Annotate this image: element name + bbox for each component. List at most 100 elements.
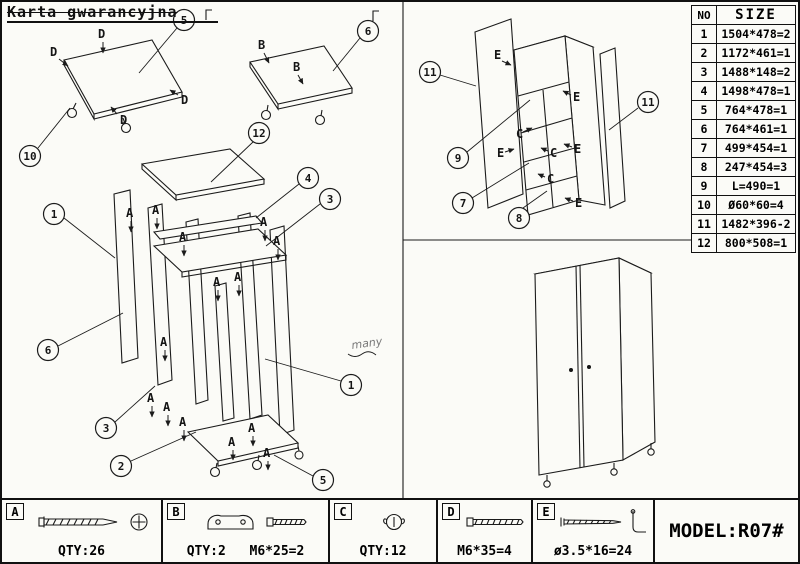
hardware-letter-c: C <box>334 503 352 520</box>
section-dividers <box>402 2 698 502</box>
callout-2: 2 <box>109 431 197 478</box>
caster-wheel <box>251 459 263 471</box>
svg-text:1: 1 <box>348 379 355 392</box>
part-no: 3 <box>691 62 717 82</box>
label-a: A <box>152 203 160 217</box>
hardware-spec-b: M6*25=2 <box>249 544 305 559</box>
label-b: B <box>293 60 300 74</box>
hardware-qty-b: QTY:2 <box>186 544 226 559</box>
label-a: A <box>163 400 171 414</box>
part-no: 2 <box>691 43 717 63</box>
hardware-legend: A QTY:26 B <box>2 498 798 562</box>
svg-text:8: 8 <box>516 212 523 225</box>
bolt-icon <box>465 517 524 527</box>
label-a: A <box>179 230 187 244</box>
svg-text:5: 5 <box>320 474 327 487</box>
bolt-icon <box>265 517 307 527</box>
rail-strip <box>214 282 235 422</box>
svg-text:10: 10 <box>23 150 36 163</box>
part-size: 1172*461=1 <box>716 43 796 63</box>
hardware-item-b: B QTY:2 M6*25=2 <box>163 500 330 562</box>
label-c: C <box>516 127 523 141</box>
part-size: 764*461=1 <box>716 119 796 139</box>
label-a: A <box>248 421 256 435</box>
part-no: 12 <box>691 233 717 253</box>
callout-12: 12 <box>210 121 271 183</box>
wardrobe-side <box>618 257 656 461</box>
assembly-diagrams: D D D D 5 10 B B <box>18 2 698 502</box>
bracket-icon <box>206 514 254 530</box>
callout-1-right: 1 <box>264 358 363 397</box>
hardware-item-a: A QTY:26 <box>2 500 163 562</box>
callout-10: 10 <box>18 107 71 168</box>
confirmat-screw-icon <box>37 516 117 528</box>
foot <box>647 448 655 456</box>
col-header-size: SIZE <box>716 5 796 25</box>
caster-wheel <box>209 466 221 478</box>
svg-text:6: 6 <box>365 25 372 38</box>
rail-strip <box>152 215 264 240</box>
hardware-spec-e: ø3.5*16=24 <box>553 544 633 559</box>
label-d: D <box>181 93 188 107</box>
hardware-item-e: E ø3.5*16=24 <box>533 500 655 562</box>
label-a: A <box>213 275 221 289</box>
callout-6-top: 6 <box>332 19 380 72</box>
label-e: E <box>574 142 581 156</box>
svg-text:9: 9 <box>455 152 462 165</box>
part-no: 8 <box>691 157 717 177</box>
back-panel <box>474 18 524 209</box>
caster-wheel <box>294 450 304 460</box>
hardware-qty-a: QTY:26 <box>58 544 105 559</box>
assembled-wardrobe-diagram <box>533 257 656 488</box>
part-no: 4 <box>691 81 717 101</box>
label-d: D <box>98 27 105 41</box>
panel-outline <box>63 39 183 115</box>
hardware-letter-d: D <box>442 503 460 520</box>
callout-5-top: 5 <box>138 8 196 74</box>
front-panel <box>599 47 626 209</box>
svg-text:11: 11 <box>641 96 655 109</box>
callout-5-bottom: 5 <box>273 454 335 492</box>
svg-text:2: 2 <box>118 460 125 473</box>
hardware-letter-e: E <box>537 503 555 520</box>
part-no: 11 <box>691 214 717 234</box>
label-a: A <box>234 270 242 284</box>
door-handle <box>587 365 591 369</box>
label-e: E <box>494 48 501 62</box>
part-size: 800*508=1 <box>716 233 796 253</box>
label-a: A <box>260 215 268 229</box>
callout-9: 9 <box>446 99 531 170</box>
callout-8: 8 <box>507 190 548 230</box>
svg-text:3: 3 <box>103 422 110 435</box>
part-size: L=490=1 <box>716 176 796 196</box>
svg-text:4: 4 <box>305 172 312 185</box>
hardware-item-c: C QTY:12 <box>330 500 438 562</box>
callout-11-right: 11 <box>608 90 660 131</box>
part-size: 764*478=1 <box>716 100 796 120</box>
small-shelf-panel-diagram: B B <box>249 38 353 126</box>
label-d: D <box>120 113 127 127</box>
hardware-spec-d: M6*35=4 <box>457 544 512 559</box>
part-size: 247*454=3 <box>716 157 796 177</box>
label-e: E <box>497 146 504 160</box>
caster-wheel <box>314 114 326 126</box>
screw-icon <box>560 517 622 527</box>
part-size: 1504*478=2 <box>716 24 796 44</box>
hardware-letter-b: B <box>167 503 185 520</box>
part-no: 7 <box>691 138 717 158</box>
wardrobe-front <box>534 257 624 476</box>
svg-text:many: many <box>351 335 384 352</box>
svg-text:6: 6 <box>45 344 52 357</box>
top-panel-diagram: D D D D <box>50 27 188 134</box>
svg-text:12: 12 <box>252 127 265 140</box>
